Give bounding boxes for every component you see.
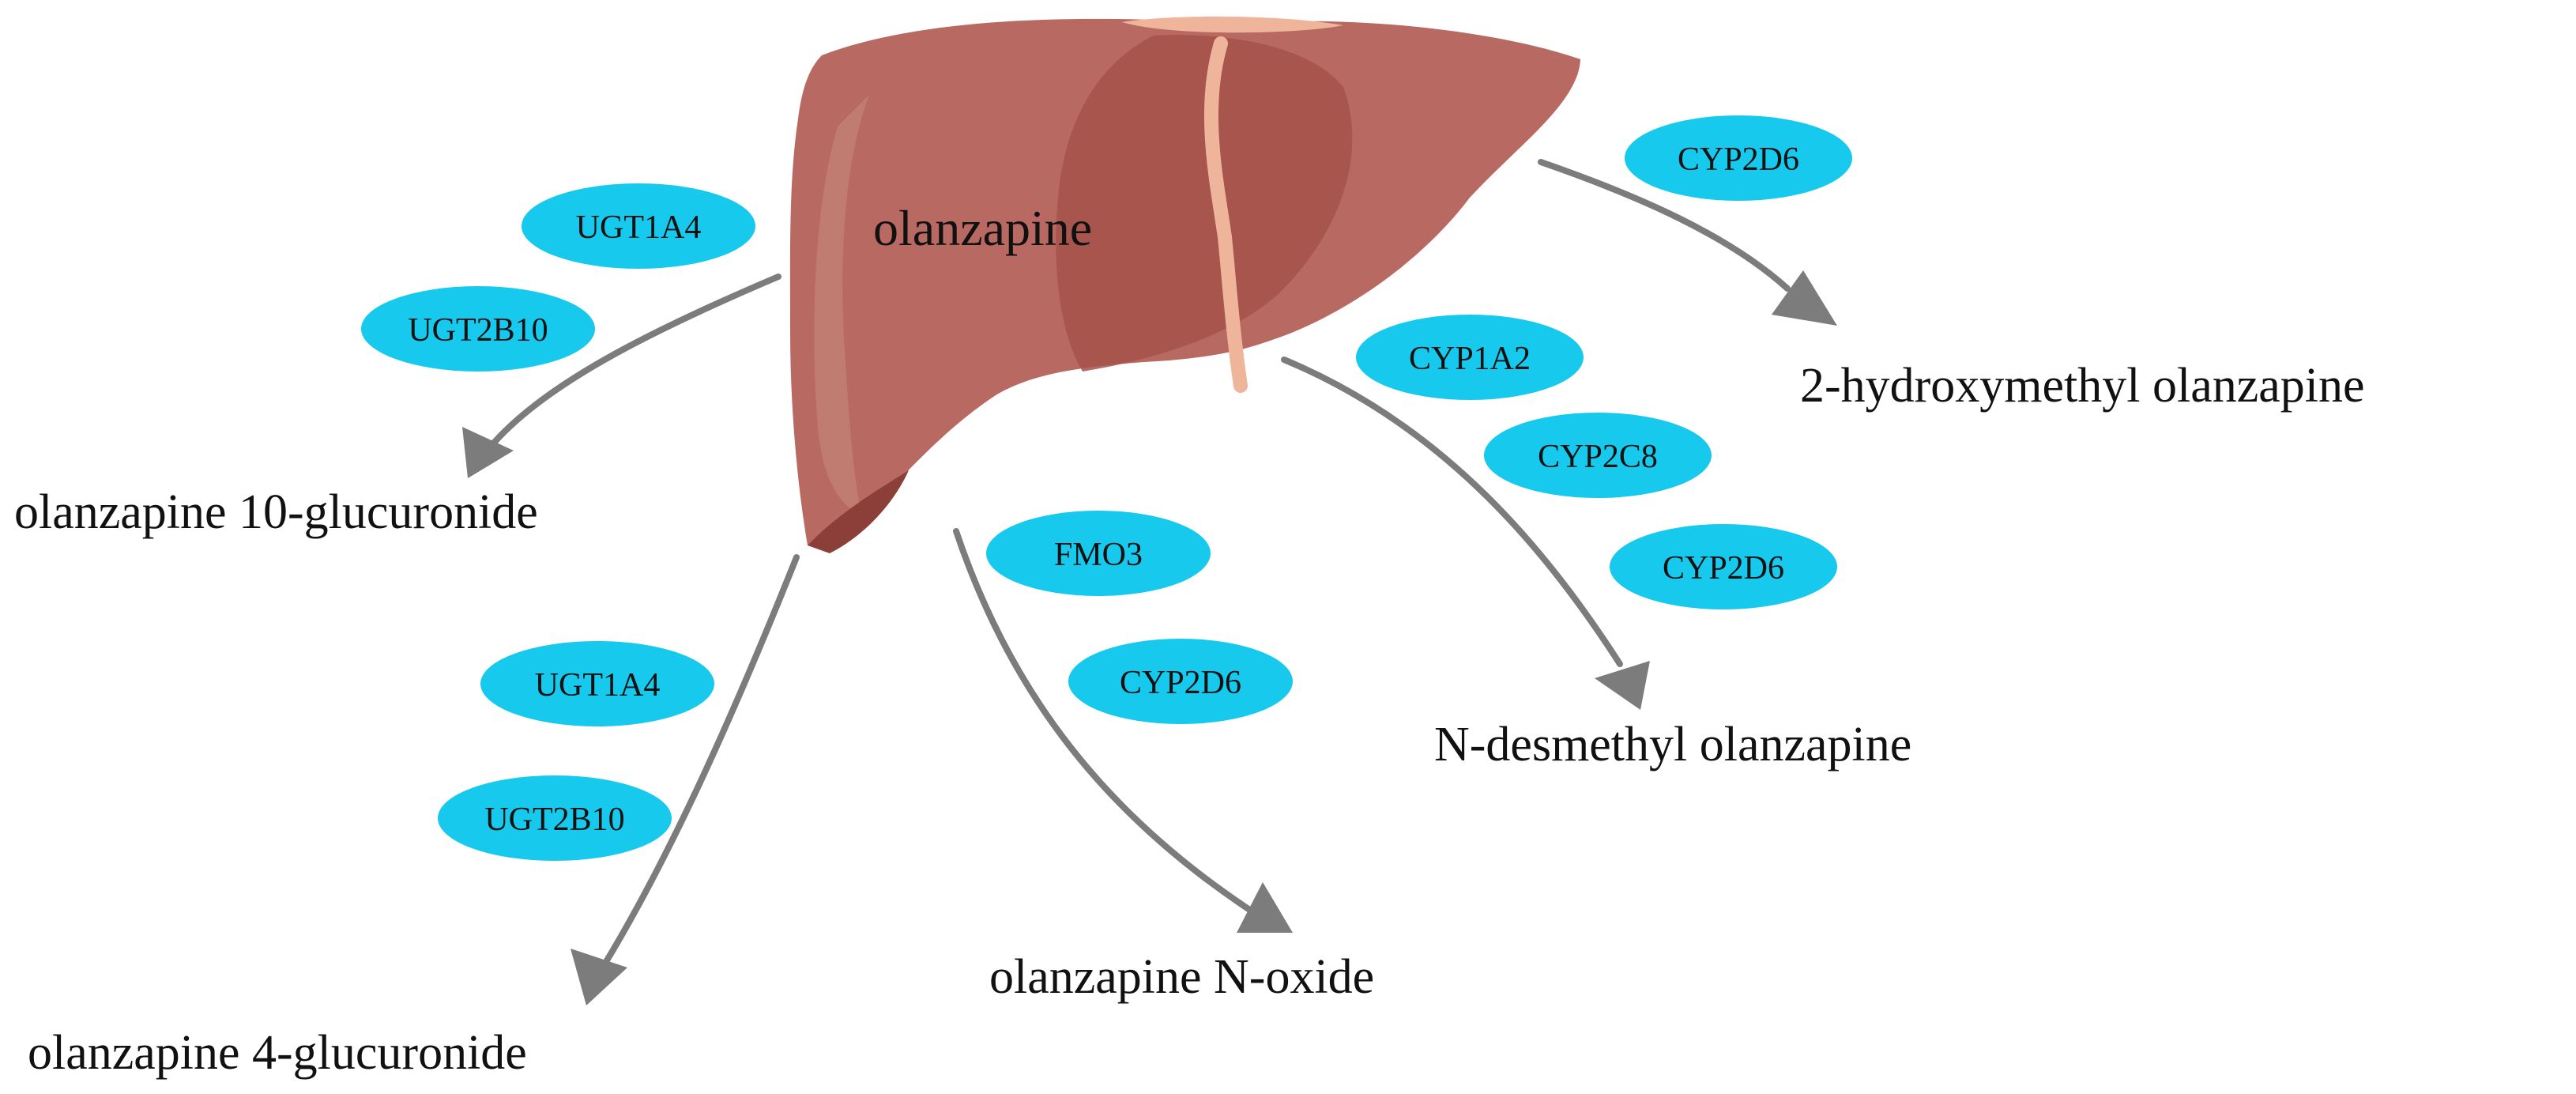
enzyme-badge [522,183,755,269]
enzyme-badge [1610,524,1837,609]
liver-illustration [789,16,1580,553]
enzyme-badge [986,511,1211,596]
pathway-10-glucuronide: UGT1A4 UGT2B10 olanzapine 10-glucuronide [14,183,781,539]
arrowhead-2-hydroxymethyl [1772,270,1837,326]
pathway-n-oxide: FMO3 CYP2D6 olanzapine N-oxide [953,511,1374,1004]
liver-highlight [814,95,869,514]
enzyme-label: CYP2D6 [1120,665,1241,701]
enzyme-label: CYP2D6 [1678,141,1799,178]
arrowhead-4-glucuronide [571,949,627,1005]
ligament-top [1122,16,1343,33]
enzyme-badge [1068,639,1293,724]
product-label: 2-hydroxymethyl olanzapine [1800,359,2365,413]
liver-tip [808,470,909,553]
arrowhead-10-glucuronide [462,427,514,478]
ligament [1203,36,1248,393]
arrow-4-glucuronide [601,554,800,968]
product-label: olanzapine 4-glucuronide [28,1026,527,1080]
enzyme-badge [480,641,714,726]
pathway-4-glucuronide: UGT1A4 UGT2B10 olanzapine 4-glucuronide [28,554,800,1080]
arrowhead-n-desmethyl [1595,661,1650,710]
pathway-2-hydroxymethyl: CYP2D6 2-hydroxymethyl olanzapine [1538,115,2365,413]
arrow-10-glucuronide [483,274,781,455]
enzyme-badge [361,286,595,372]
product-label: olanzapine 10-glucuronide [14,485,538,539]
enzyme-label: CYP2D6 [1663,550,1784,587]
enzyme-label: FMO3 [1054,537,1143,573]
pathway-n-desmethyl: CYP1A2 CYP2C8 CYP2D6 N-desmethyl olanzap… [1281,315,1911,771]
arrow-n-oxide [953,528,1252,912]
enzyme-badge [1625,115,1852,201]
enzyme-label: CYP2C8 [1538,439,1658,475]
enzyme-label: UGT1A4 [535,667,661,704]
enzyme-badge [1356,315,1584,400]
product-label: N-desmethyl olanzapine [1434,718,1911,771]
arrow-2-hydroxymethyl [1538,159,1791,292]
arrowhead-n-oxide [1237,882,1293,933]
enzyme-badge [438,775,672,861]
product-label: olanzapine N-oxide [989,950,1374,1004]
enzyme-badge [1484,413,1712,498]
arrow-n-desmethyl [1281,356,1623,667]
liver-shadow [1056,35,1353,372]
enzyme-label: UGT2B10 [484,802,624,838]
enzyme-label: UGT1A4 [576,209,702,246]
drug-label: olanzapine [873,200,1092,256]
enzyme-label: UGT2B10 [408,312,548,349]
enzyme-label: CYP1A2 [1409,341,1531,377]
